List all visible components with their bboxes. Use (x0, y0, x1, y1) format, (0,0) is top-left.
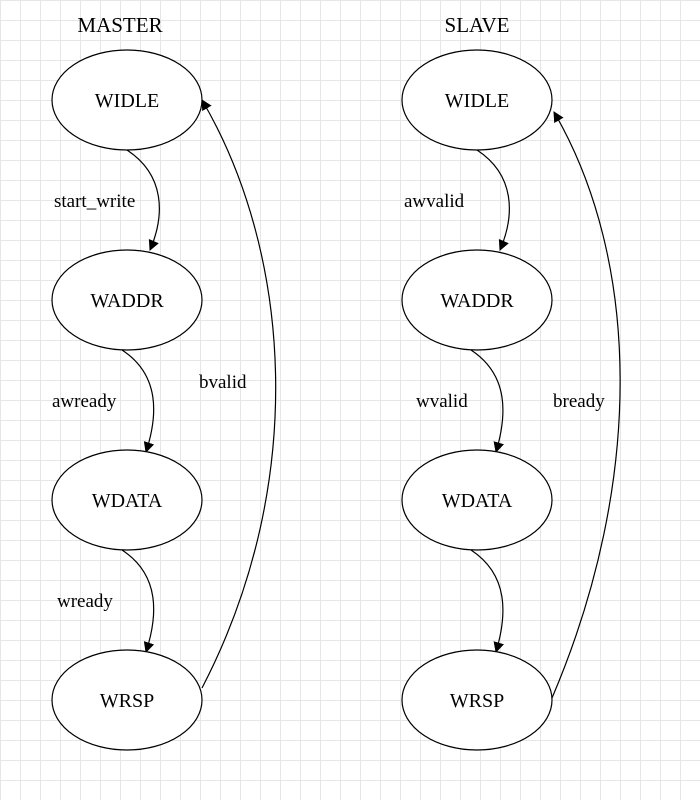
master-transition-label-start-write: start_write (54, 191, 135, 212)
slave-state-wdata: WDATA (401, 449, 553, 551)
master-transition-label-bvalid: bvalid (199, 372, 247, 393)
state-label: WIDLE (95, 90, 159, 112)
state-label: WRSP (450, 690, 504, 712)
slave-state-machine: SLAVE WIDLE WADDR WDATA WRSP awvalid wva… (401, 13, 621, 751)
master-transition-label-awready: awready (52, 391, 117, 412)
master-title: MASTER (77, 13, 162, 37)
state-label: WIDLE (445, 90, 509, 112)
master-edge-wrsp-to-widle (201, 99, 277, 689)
slave-transition-label-awvalid: awvalid (404, 191, 465, 212)
state-label: WADDR (90, 290, 164, 312)
master-edge-widle-to-waddr (126, 149, 160, 251)
state-label: WDATA (92, 490, 163, 512)
slave-transition-label-bready: bready (553, 391, 605, 412)
master-state-wrsp: WRSP (51, 649, 203, 751)
slave-state-wrsp: WRSP (401, 649, 553, 751)
state-label: WRSP (100, 690, 154, 712)
slave-title: SLAVE (445, 13, 510, 37)
slave-transition-label-wvalid: wvalid (416, 391, 468, 412)
slave-state-waddr: WADDR (401, 249, 553, 351)
state-label: WADDR (440, 290, 514, 312)
master-state-wdata: WDATA (51, 449, 203, 551)
master-edge-waddr-to-wdata (121, 349, 155, 454)
master-edge-wdata-to-wrsp (121, 549, 155, 654)
master-state-widle: WIDLE (51, 49, 203, 151)
slave-edge-waddr-to-wdata (470, 349, 504, 454)
slave-state-widle: WIDLE (401, 49, 553, 151)
slave-edge-wdata-to-wrsp (470, 549, 504, 654)
state-label: WDATA (442, 490, 513, 512)
master-state-machine: MASTER WIDLE WADDR WDATA WRSP start_writ… (51, 13, 277, 751)
master-transition-label-wready: wready (57, 591, 113, 612)
slave-edge-wrsp-to-widle (551, 111, 621, 699)
master-state-waddr: WADDR (51, 249, 203, 351)
slave-edge-widle-to-waddr (476, 149, 510, 251)
